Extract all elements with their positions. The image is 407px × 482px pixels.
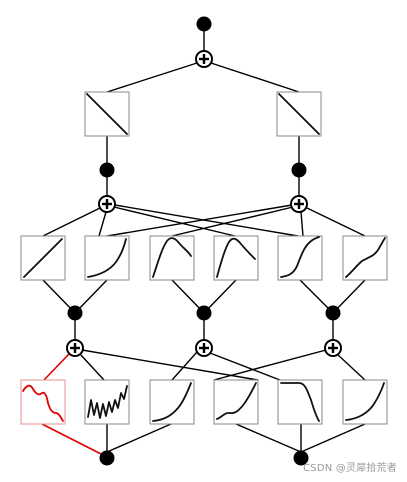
output-node — [196, 16, 212, 32]
curve-peak — [216, 237, 256, 278]
edge — [171, 351, 198, 381]
edge — [171, 206, 294, 237]
curve-bumpy-decrease — [22, 384, 64, 422]
curve-convex-up — [345, 382, 385, 421]
sum-icon — [323, 338, 343, 358]
edge — [300, 211, 304, 237]
watermark: CSDN @灵犀拾荒者 — [303, 463, 397, 474]
edge — [203, 279, 237, 314]
curve-linear-up — [23, 238, 63, 278]
activation-box — [84, 235, 130, 281]
activation-curves — [22, 93, 386, 422]
curve-decreasing-line — [278, 93, 320, 135]
highlighted-path — [41, 353, 104, 456]
activation-box — [84, 379, 130, 425]
activation-box — [213, 235, 259, 281]
edge — [74, 279, 108, 314]
edge — [336, 353, 366, 381]
edge — [235, 423, 302, 453]
edge — [106, 204, 293, 237]
sum-icon — [194, 338, 214, 358]
sum-icon — [65, 338, 85, 358]
activation-box — [277, 379, 323, 425]
edge — [42, 279, 76, 314]
hidden-2-node — [196, 305, 212, 321]
sum-icon — [289, 194, 309, 214]
edge — [213, 349, 327, 381]
edge — [114, 204, 299, 237]
curve-oscillating-up — [87, 385, 128, 419]
sum-icon — [194, 49, 214, 69]
curve-wavy-up — [216, 382, 257, 420]
edge — [306, 207, 366, 237]
curve-sigmoid — [280, 236, 320, 278]
hidden-2-node — [67, 305, 83, 321]
edge — [300, 423, 366, 453]
sum-icon — [97, 194, 117, 214]
edge — [171, 279, 205, 314]
curve-decreasing-line — [86, 93, 128, 135]
activation-boxes — [20, 91, 388, 425]
hidden-1-node — [291, 162, 307, 178]
activation-box — [213, 379, 259, 425]
input-node — [99, 450, 115, 466]
input-node — [293, 450, 309, 466]
edge — [332, 279, 366, 314]
activation-box — [149, 235, 195, 281]
curve-plateau-drop — [280, 382, 320, 422]
hidden-1-node — [99, 162, 115, 178]
edge — [42, 207, 101, 237]
activation-box — [149, 379, 195, 425]
activation-box — [342, 379, 388, 425]
activation-box-highlighted — [20, 379, 66, 425]
curve-peak — [152, 237, 192, 278]
curve-concave-up — [87, 238, 127, 278]
edge — [79, 353, 105, 381]
edge — [299, 279, 334, 314]
highlighted-edge — [43, 353, 70, 381]
edge — [106, 423, 172, 453]
edge — [113, 206, 236, 237]
edge — [81, 349, 259, 381]
edge — [209, 352, 281, 381]
curve-s-curve — [345, 237, 386, 278]
nodes — [67, 16, 341, 466]
hidden-2-node — [325, 305, 341, 321]
edge — [210, 62, 300, 93]
curve-convex-up — [152, 382, 192, 422]
edge — [106, 62, 198, 93]
edge — [98, 211, 107, 237]
highlighted-edge — [41, 423, 104, 456]
